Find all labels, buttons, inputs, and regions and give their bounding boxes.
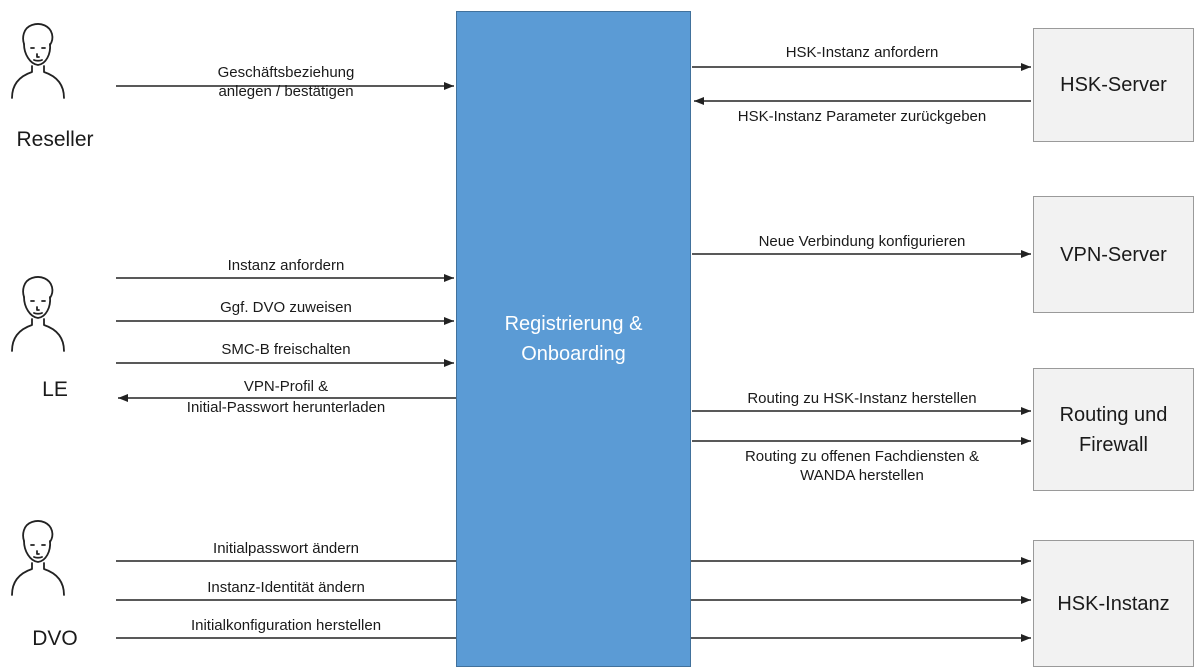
vpn-server-box: VPN-Server <box>1033 196 1194 313</box>
hsk-instanz-box: HSK-Instanz <box>1033 540 1194 667</box>
label-le-download-vpn: VPN-Profil & Initial-Passwort herunterla… <box>186 378 386 416</box>
label-hsk-request: HSK-Instanz anfordern <box>785 44 939 61</box>
actor-le-label: LE <box>42 378 68 401</box>
label-dvo-change-identity: Instanz-Identität ändern <box>207 579 365 596</box>
hsk-instanz-label: HSK-Instanz <box>1057 592 1170 615</box>
actor-reseller-label: Reseller <box>16 128 94 151</box>
label-vpn-configure: Neue Verbindung konfigurieren <box>758 233 966 250</box>
routing-firewall-box: Routing und Firewall <box>1033 368 1194 491</box>
label-hsk-return-params: HSK-Instanz Parameter zurückgeben <box>737 108 987 125</box>
central-label: Registrierung & Onboarding <box>504 313 643 365</box>
label-routing-hsk: Routing zu HSK-Instanz herstellen <box>747 390 977 407</box>
hsk-server-box: HSK-Server <box>1033 28 1194 142</box>
hsk-server-label: HSK-Server <box>1060 74 1167 96</box>
label-dvo-change-password: Initialpasswort ändern <box>213 540 359 557</box>
label-le-request-instance: Instanz anfordern <box>227 257 345 274</box>
routing-firewall-label: Routing und Firewall <box>1059 403 1168 456</box>
label-routing-services: Routing zu offenen Fachdiensten & WANDA … <box>744 448 980 484</box>
label-reseller-relationship: Geschäftsbeziehung anlegen / bestätigen <box>217 64 355 100</box>
label-le-unlock-smcb: SMC-B freischalten <box>221 341 351 358</box>
vpn-server-label: VPN-Server <box>1060 243 1167 266</box>
label-le-assign-dvo: Ggf. DVO zuweisen <box>220 299 352 316</box>
label-dvo-initial-config: Initialkonfiguration herstellen <box>190 617 382 634</box>
actor-dvo-label: DVO <box>32 627 78 650</box>
central-block: Registrierung & Onboarding <box>456 11 691 667</box>
